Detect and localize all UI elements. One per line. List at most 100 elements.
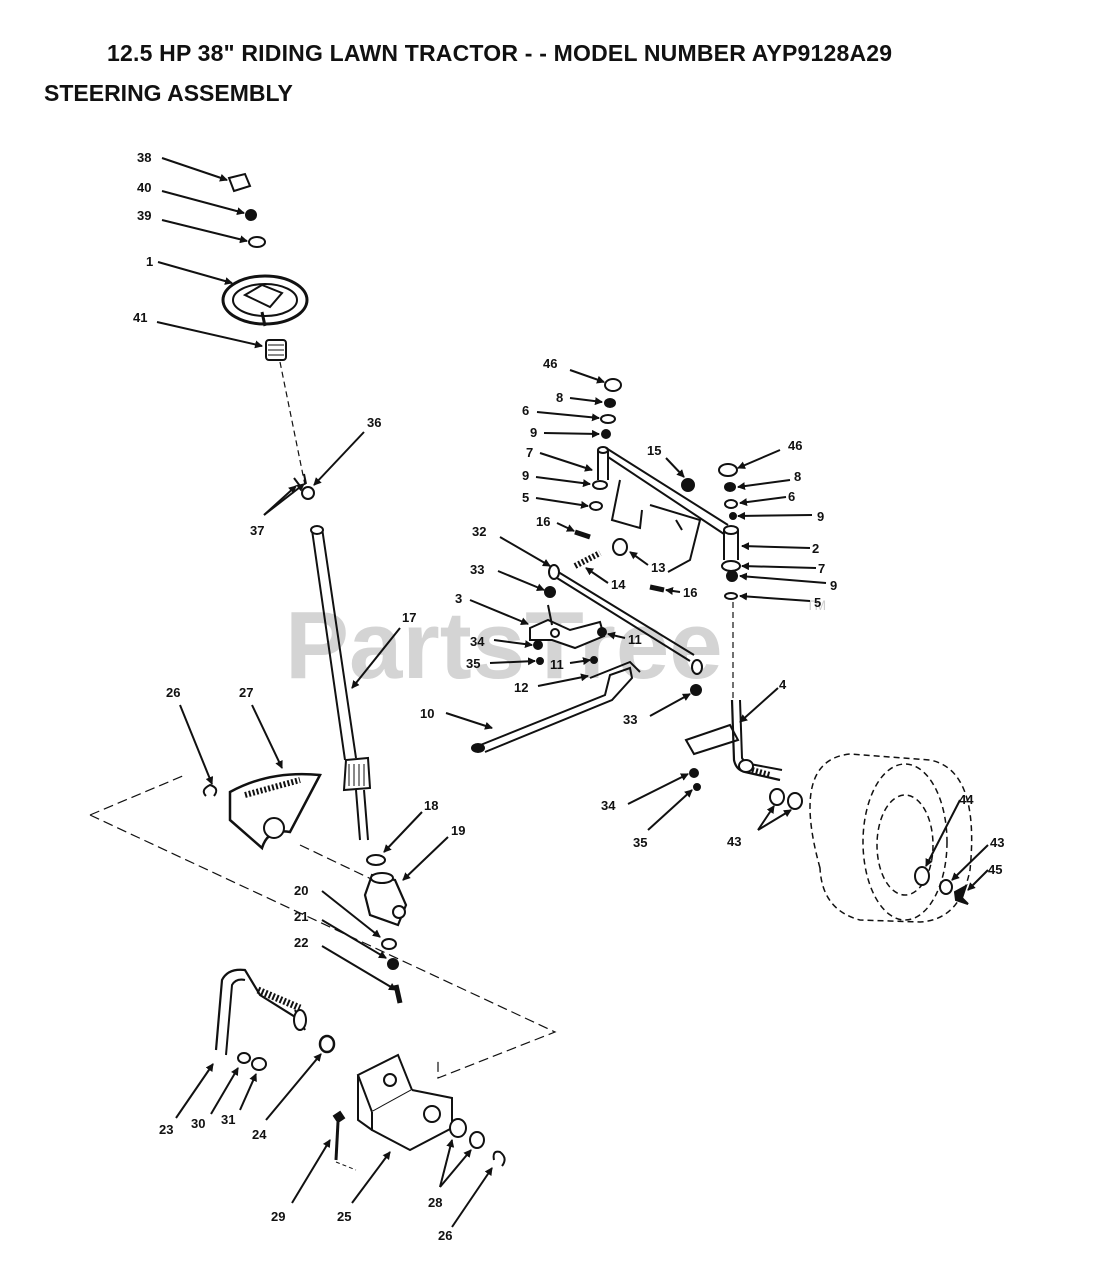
callout-45: 45 xyxy=(988,862,1002,877)
hub-cap-part-44 xyxy=(914,866,930,886)
callout-6b: 6 xyxy=(788,489,795,504)
callout-46a: 46 xyxy=(543,356,557,371)
callout-24: 24 xyxy=(252,1127,267,1142)
washer-part-30 xyxy=(237,1052,251,1064)
callout-43a: 43 xyxy=(727,834,741,849)
callout-9d: 9 xyxy=(830,578,837,593)
washer-part-28a xyxy=(449,1118,467,1138)
callout-38: 38 xyxy=(137,150,151,165)
leader-28b xyxy=(439,1149,472,1188)
callout-4: 4 xyxy=(779,677,787,692)
leader-40 xyxy=(161,190,245,216)
leader-38 xyxy=(161,157,228,182)
leader-12 xyxy=(537,673,589,687)
leader-43a xyxy=(757,805,775,831)
callout-9c: 9 xyxy=(817,509,824,524)
callout-16a: 16 xyxy=(536,514,550,529)
watermark-tm: TM xyxy=(806,597,826,613)
washer-part-31 xyxy=(251,1057,267,1071)
leader-33a xyxy=(497,570,545,592)
leader-5b xyxy=(739,592,811,602)
leader-6a xyxy=(536,411,600,422)
spindle-part-left xyxy=(589,446,609,511)
fitting-part-11a xyxy=(597,627,607,637)
callout-32: 32 xyxy=(472,524,486,539)
callout-18: 18 xyxy=(424,798,438,813)
parts-drawing xyxy=(89,172,973,1171)
callout-37: 37 xyxy=(250,523,264,538)
callout-25: 25 xyxy=(337,1209,351,1224)
clip-part-26a xyxy=(202,783,218,797)
callout-5a: 5 xyxy=(522,490,529,505)
clip-part-26b xyxy=(492,1150,506,1167)
washer-part-21 xyxy=(381,938,397,950)
leader-20 xyxy=(321,890,381,938)
callout-10: 10 xyxy=(420,706,434,721)
leader-23 xyxy=(175,1063,214,1119)
callout-labels: 38 40 39 1 41 36 37 17 26 27 18 19 20 21… xyxy=(133,150,1004,1243)
nut-part-34b xyxy=(689,768,699,778)
leader-11b xyxy=(569,657,591,665)
page-title: 12.5 HP 38" RIDING LAWN TRACTOR - - MODE… xyxy=(107,40,893,66)
nut-part-33b xyxy=(690,684,702,696)
leader-43c xyxy=(951,844,989,881)
leader-4 xyxy=(739,687,779,723)
watermark-text: PartsTree xyxy=(285,592,723,699)
pinion-arm-part xyxy=(214,968,307,1056)
leader-9a xyxy=(543,429,600,438)
callout-7b: 7 xyxy=(818,561,825,576)
leader-36 xyxy=(313,431,365,486)
callout-33b: 33 xyxy=(623,712,637,727)
leader-9d xyxy=(739,572,827,584)
washer-part-43a xyxy=(769,788,785,806)
washer-part-43b xyxy=(787,792,803,810)
link-part-12 xyxy=(589,660,641,679)
leader-45 xyxy=(967,869,989,891)
callout-16b: 16 xyxy=(683,585,697,600)
drag-link-part xyxy=(548,564,703,675)
callout-30: 30 xyxy=(191,1116,205,1131)
front-wheel-part xyxy=(809,753,973,923)
leader-27 xyxy=(251,704,283,769)
steering-centerline xyxy=(279,361,306,486)
callout-3: 3 xyxy=(455,591,462,606)
callout-34a: 34 xyxy=(470,634,485,649)
nut-part-40 xyxy=(245,209,257,221)
grease-fitting-part-15 xyxy=(681,478,695,492)
callout-20: 20 xyxy=(294,883,308,898)
leader-16b xyxy=(665,587,681,595)
callout-43b: 43 xyxy=(990,835,1004,850)
leader-44 xyxy=(925,799,961,867)
leader-8b xyxy=(737,479,791,491)
steering-bracket-part xyxy=(356,1053,453,1152)
spindle-arm-part xyxy=(684,699,783,782)
callout-2: 2 xyxy=(812,541,819,556)
leader-14 xyxy=(585,567,609,584)
callout-26b: 26 xyxy=(438,1228,452,1243)
callout-28: 28 xyxy=(428,1195,442,1210)
leader-43b xyxy=(757,809,792,831)
nut-part-34a xyxy=(533,640,543,650)
callout-11b: 11 xyxy=(550,657,564,672)
section-subtitle: STEERING ASSEMBLY xyxy=(44,80,293,106)
tie-rod-part xyxy=(471,666,634,753)
callout-40: 40 xyxy=(137,180,151,195)
leader-41 xyxy=(156,321,263,349)
leader-2 xyxy=(741,542,811,551)
callout-8b: 8 xyxy=(794,469,801,484)
callout-6a: 6 xyxy=(522,403,529,418)
callout-29: 29 xyxy=(271,1209,285,1224)
front-axle-part xyxy=(605,447,729,573)
leader-9c xyxy=(737,511,813,520)
callout-9b: 9 xyxy=(522,468,529,483)
callout-21: 21 xyxy=(294,909,308,924)
leader-33b xyxy=(649,693,691,717)
leader-46b xyxy=(737,449,781,469)
washer-part-28b xyxy=(469,1131,485,1149)
callout-46b: 46 xyxy=(788,438,802,453)
callout-35b: 35 xyxy=(633,835,647,850)
leader-37b xyxy=(263,483,305,516)
leader-25 xyxy=(351,1151,391,1204)
retainer-part-45 xyxy=(953,883,969,905)
